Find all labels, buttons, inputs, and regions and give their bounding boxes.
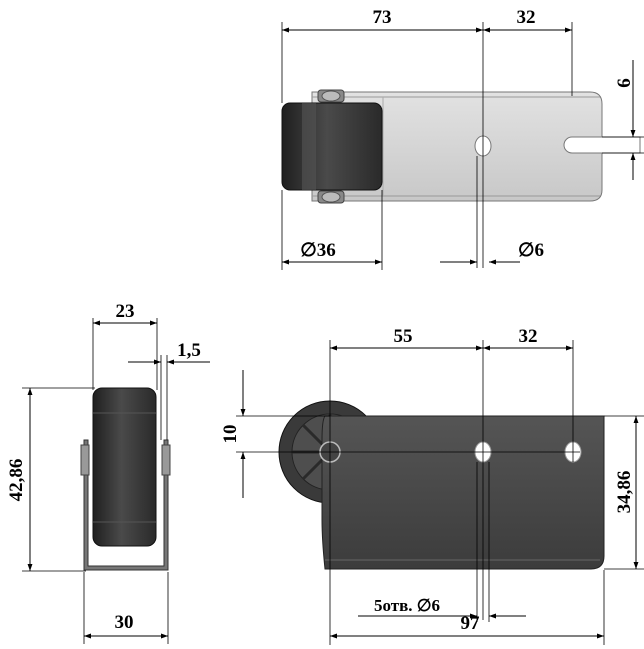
side-view: 23 1,5 42,86 30 bbox=[6, 301, 210, 644]
side-wheel bbox=[92, 387, 157, 547]
dim-34-86: 34,86 bbox=[614, 471, 635, 514]
dim-holes: 5отв. ∅6 bbox=[374, 596, 440, 615]
dim-6-slot: 6 bbox=[614, 78, 635, 88]
top-wheel bbox=[281, 89, 383, 204]
dim-dia36: ∅36 bbox=[300, 240, 336, 261]
dim-32-top: 32 bbox=[517, 7, 536, 28]
front-view: 55 32 10 34,86 5отв. ∅6 97 bbox=[220, 326, 644, 645]
dim-30: 30 bbox=[115, 612, 134, 633]
side-bracket bbox=[83, 439, 169, 571]
dim-55: 55 bbox=[394, 326, 413, 347]
dim-dia6-top: ∅6 bbox=[518, 240, 544, 261]
dim-97: 97 bbox=[461, 613, 481, 634]
top-slot bbox=[563, 136, 641, 154]
front-plate bbox=[321, 415, 605, 570]
dim-23: 23 bbox=[116, 301, 135, 322]
dim-1-5: 1,5 bbox=[177, 340, 201, 361]
dim-42-86: 42,86 bbox=[6, 459, 27, 502]
top-view: 73 32 6 ∅36 ∅6 bbox=[281, 7, 644, 270]
dim-10: 10 bbox=[220, 425, 241, 444]
dim-32-front: 32 bbox=[519, 326, 538, 347]
dim-73: 73 bbox=[373, 7, 392, 28]
